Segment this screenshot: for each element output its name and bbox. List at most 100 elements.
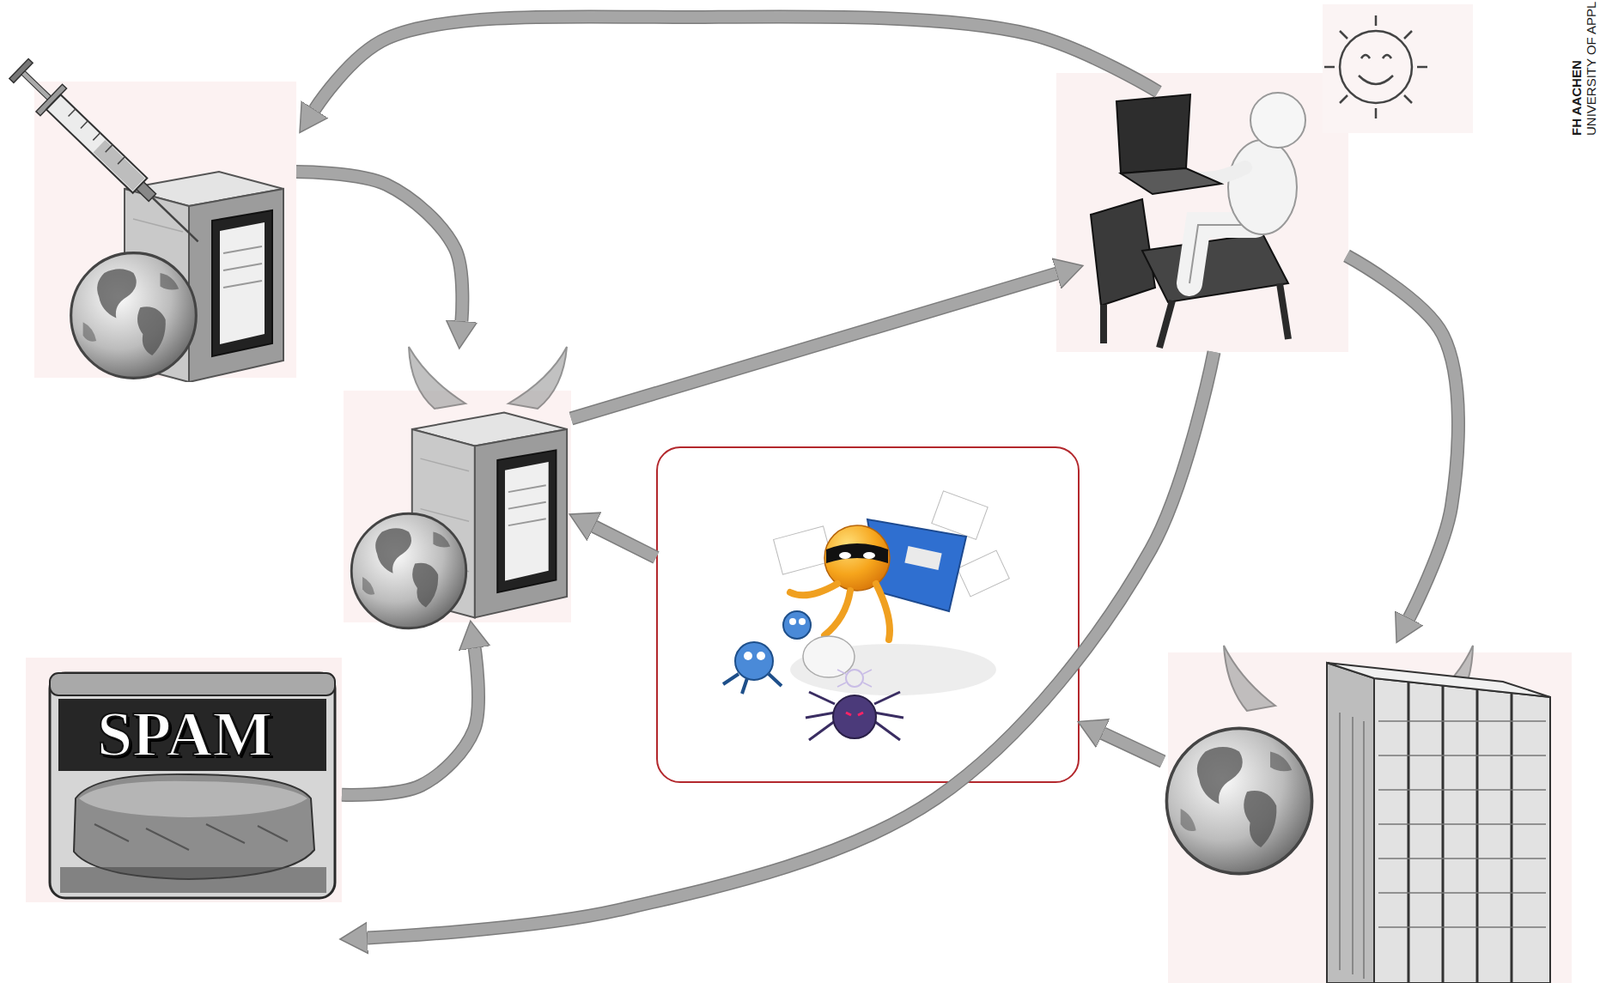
datacenter-icon	[1374, 678, 1551, 983]
spam-can-icon	[94, 824, 288, 851]
arrow-outline	[296, 171, 463, 322]
malware-cartoon	[783, 611, 811, 639]
datacenter-icon	[1339, 712, 1364, 980]
logo-text: UNIVERSITY OF APPL	[1584, 1, 1599, 136]
malware-cartoon	[904, 546, 942, 571]
arrow-shaft	[594, 526, 657, 558]
datacenter-icon	[1408, 681, 1512, 983]
arrow-outline	[367, 352, 1215, 938]
injected-server-icon	[68, 109, 76, 117]
injected-server-icon	[80, 121, 88, 129]
arrow-shaft	[1346, 255, 1459, 619]
malicious-server-node	[352, 346, 572, 623]
malware-cartoon	[723, 674, 782, 694]
arrow-shaft	[341, 648, 479, 796]
user-laptop-icon	[1339, 30, 1412, 104]
arrow-outline	[1102, 733, 1163, 762]
injected-server-icon	[105, 145, 113, 153]
flow-arrow	[314, 16, 1158, 110]
malware-cartoon	[723, 491, 1010, 741]
datacenter-icon	[1326, 663, 1375, 983]
spam-can-icon	[79, 781, 308, 818]
user-laptop-icon	[1100, 304, 1108, 344]
arrow-outline	[1346, 255, 1459, 619]
malware-cartoon	[756, 651, 766, 661]
flow-arrow	[296, 171, 463, 322]
spam-can-node: SPAM	[25, 657, 342, 950]
malicious-server-icon	[408, 346, 466, 409]
injected-server-icon	[21, 71, 51, 100]
arrow-shaft	[367, 352, 1215, 938]
datacenter-icon	[1223, 645, 1276, 712]
malicious-server-icon	[508, 346, 567, 409]
datacenter-node	[1162, 642, 1572, 983]
malware-cartoon	[826, 543, 889, 564]
user-laptop-icon	[1142, 233, 1289, 303]
malware-cartoon	[773, 526, 834, 575]
spam-can-icon	[49, 673, 335, 899]
user-laptop-icon	[1228, 139, 1297, 235]
logo-text: FH AACHEN	[1569, 60, 1584, 136]
malware-cartoon	[803, 636, 855, 678]
malware-cartoon	[833, 695, 877, 739]
malware-cartoon	[839, 552, 852, 560]
spam-can-icon	[49, 673, 335, 696]
flow-arrow	[571, 273, 1057, 420]
injected-server-icon	[92, 133, 100, 141]
user-laptop-icon	[1056, 73, 1349, 353]
datacenter-icon	[1326, 663, 1551, 698]
arrow-shaft	[571, 273, 1057, 420]
spam-can-icon	[25, 657, 342, 903]
datacenter-icon	[1166, 645, 1572, 983]
user-laptop-icon	[1159, 300, 1173, 348]
arrow-shaft	[296, 171, 463, 322]
user-laptop-icon	[1358, 75, 1394, 85]
datacenter-icon	[1378, 721, 1546, 928]
user-laptop-icon	[1324, 15, 1428, 119]
user-laptop-icon	[1322, 4, 1473, 134]
spam-can-icon	[58, 699, 327, 772]
spam-can-icon	[60, 867, 327, 894]
spam-can-icon	[73, 774, 315, 880]
flow-arrow	[594, 526, 657, 558]
malware-cartoon	[845, 669, 864, 688]
can-label: SPAM	[60, 702, 310, 767]
user-laptop-icon	[1250, 92, 1306, 148]
malware-box	[656, 446, 1080, 784]
arrow-outline	[594, 526, 657, 558]
arrow-outline	[341, 648, 479, 796]
malicious-server-icon	[351, 513, 466, 628]
malware-cartoon	[743, 651, 753, 661]
arrow-outline	[571, 273, 1057, 420]
flow-arrow	[1102, 733, 1163, 762]
user-laptop-icon	[1116, 94, 1191, 174]
arrow-outline	[314, 16, 1158, 110]
flow-arrow	[367, 352, 1215, 938]
user-laptop-icon	[1056, 4, 1473, 353]
arrow-shaft	[314, 16, 1158, 110]
malware-cartoon	[824, 525, 890, 591]
user-laptop-icon	[1279, 283, 1289, 340]
arrow-shaft	[1102, 733, 1163, 762]
injected-server-icon	[93, 139, 146, 191]
malware-cartoon	[735, 642, 773, 681]
flow-arrow	[341, 648, 479, 796]
malicious-server-icon	[343, 346, 572, 629]
user-node	[1081, 91, 1347, 353]
injected-server-icon	[46, 94, 147, 194]
spam-can-icon	[25, 657, 342, 903]
malware-cartoon	[863, 552, 876, 560]
malware-cartoon	[798, 618, 806, 626]
injected-server-icon	[6, 54, 212, 256]
datacenter-icon	[1166, 728, 1312, 874]
malware-cartoon	[837, 669, 872, 688]
user-laptop-icon	[1120, 168, 1222, 195]
injected-server-icon	[6, 54, 297, 383]
injected-server-icon	[117, 157, 125, 165]
injected-server-icon	[152, 197, 198, 242]
server-node	[10, 55, 297, 383]
user-laptop-icon	[1189, 225, 1256, 284]
